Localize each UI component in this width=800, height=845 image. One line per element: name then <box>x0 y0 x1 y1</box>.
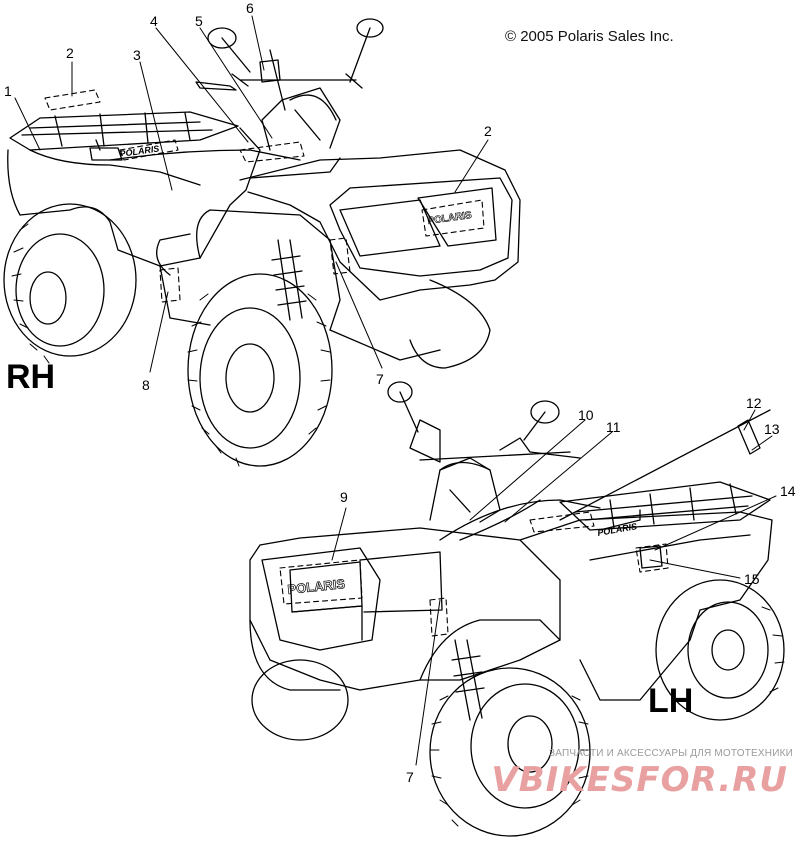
rh-atv-illustration <box>3 18 521 467</box>
callout-13: 13 <box>764 421 780 437</box>
callout-2b: 2 <box>484 123 492 139</box>
left-hand-view-label: LH <box>648 682 694 720</box>
callout-1: 1 <box>4 83 12 99</box>
callout-numbers: 1 2 3 4 5 6 2 7 8 7 9 10 11 12 13 14 15 <box>4 0 796 785</box>
callout-9: 9 <box>340 489 348 505</box>
copyright-notice: © 2005 Polaris Sales Inc. <box>505 28 674 45</box>
lh-atv-illustration <box>249 381 785 837</box>
callout-15: 15 <box>744 571 760 587</box>
callout-4: 4 <box>150 13 158 29</box>
watermark-tagline: ЗАПЧАСТИ И АКСЕССУАРЫ ДЛЯ МОТОТЕХНИКИ <box>548 748 793 759</box>
callout-7: 7 <box>376 371 384 387</box>
rh-pod-decal-text: POLARIS <box>427 210 473 227</box>
lh-fender-decal-text: POLARIS <box>597 521 638 538</box>
callout-7b: 7 <box>406 769 414 785</box>
watermark-brand: VBIKESFOR.RU <box>491 760 788 800</box>
callout-5: 5 <box>195 13 203 29</box>
right-hand-view-label: RH <box>6 358 56 396</box>
rh-tire-tread <box>11 223 331 467</box>
callout-6: 6 <box>246 0 254 16</box>
callout-10: 10 <box>578 407 594 423</box>
lh-pod-decal-text: POLARIS <box>287 576 346 597</box>
callout-3: 3 <box>133 47 141 63</box>
callout-8: 8 <box>142 377 150 393</box>
callout-11: 11 <box>606 419 621 435</box>
lh-tire-tread <box>429 606 785 827</box>
leader-lines <box>14 15 777 766</box>
callout-12: 12 <box>746 395 762 411</box>
callout-14: 14 <box>780 483 796 499</box>
decal-outlines <box>44 89 669 637</box>
callout-2: 2 <box>66 45 74 61</box>
